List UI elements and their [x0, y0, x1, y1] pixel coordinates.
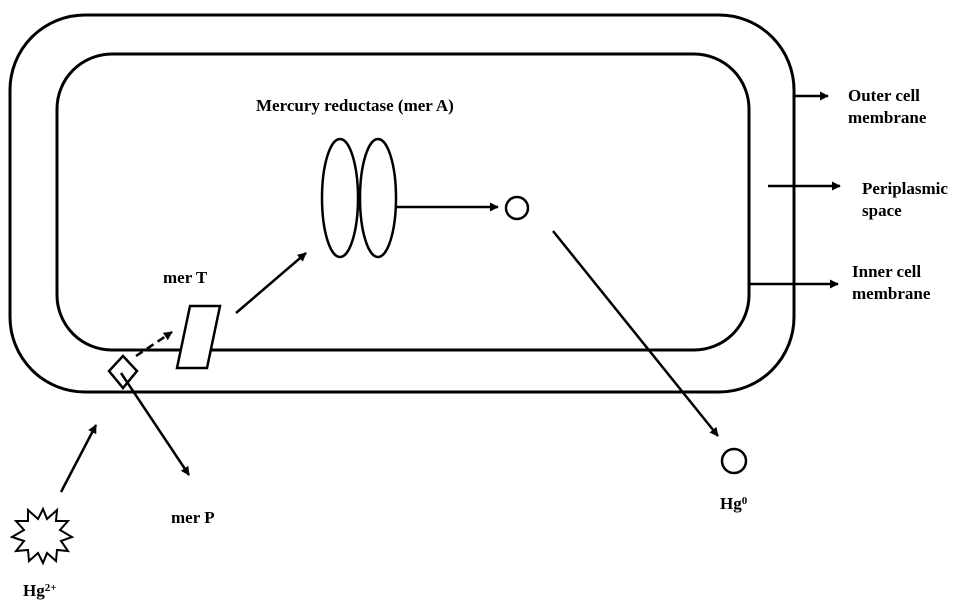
hg2-label: Hg2+ [23, 580, 57, 602]
mer-t-transporter [177, 306, 220, 368]
periplasmic-space-label: Periplasmic space [862, 178, 970, 222]
hg0-outside-circle [722, 449, 746, 473]
mer-a-subunit-right [360, 139, 396, 257]
mer-t-label: mer T [163, 267, 207, 289]
outer-membrane-label: Outer cell membrane [848, 85, 968, 129]
hg2-entry-arrow [61, 425, 96, 492]
hg0-label: Hg0 [720, 493, 747, 515]
hg0-release-arrow [553, 231, 718, 436]
hg0-inside-circle [506, 197, 528, 219]
mer-t-to-mer-a-arrow [236, 253, 306, 313]
hg2-label-base: Hg [23, 581, 45, 600]
outer-cell-membrane [10, 15, 794, 392]
mer-p-protein [109, 356, 137, 388]
mer-a-title: Mercury reductase (mer A) [256, 95, 454, 117]
hg2-starburst-icon [12, 509, 72, 563]
hg2-label-superscript: 2+ [45, 582, 57, 594]
mer-p-to-mer-t-arrow [136, 332, 172, 356]
mer-p-label: mer P [171, 507, 215, 529]
inner-membrane-label: Inner cell membrane [852, 261, 970, 305]
hg0-label-base: Hg [720, 494, 742, 513]
mer-p-label-arrow [121, 373, 189, 475]
mer-a-subunit-left [322, 139, 358, 257]
hg0-label-superscript: 0 [742, 495, 748, 507]
